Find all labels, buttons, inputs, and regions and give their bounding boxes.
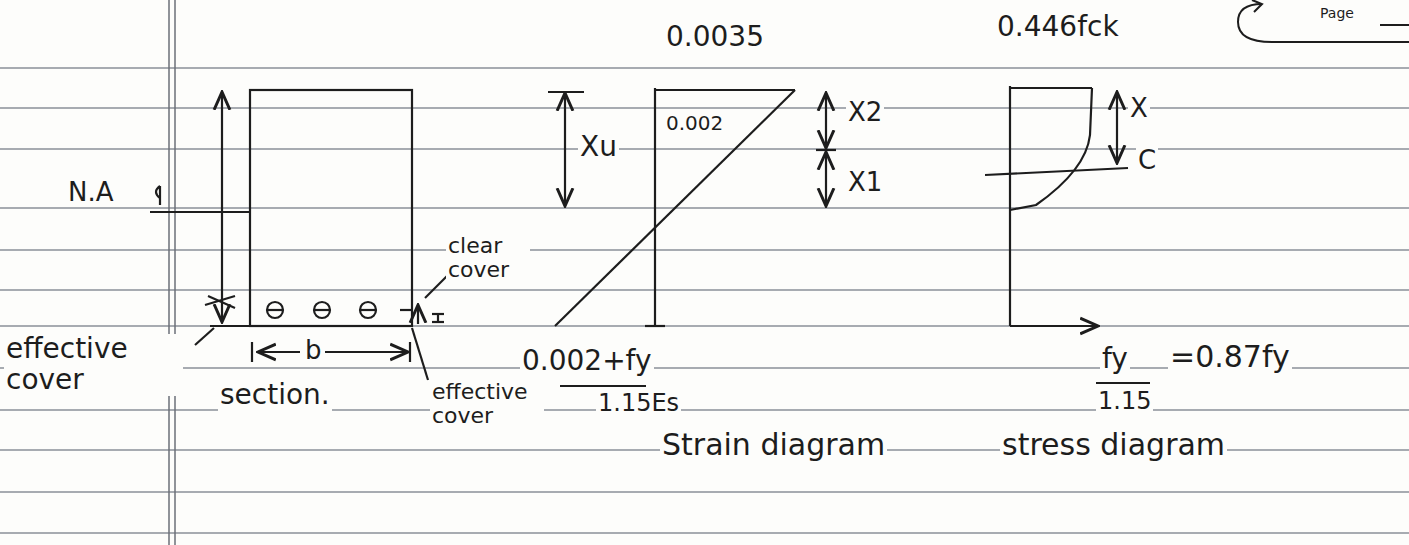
dimension-label: X1 [846,168,884,197]
cover-label: effective cover [4,334,183,396]
diagram-title: Strain diagram [660,428,887,461]
strain-value: 0.002+fy [520,346,654,377]
ruled-lines [0,68,1409,533]
margin-lines [169,0,175,545]
dimension-label: Xu [578,132,619,163]
dimension-label: b [303,336,324,365]
dimension-label: X2 [846,98,884,127]
section [150,90,448,380]
strain-value: 0.002 [664,112,725,134]
strain-value: 0.0035 [664,22,766,53]
stress-value: 1.15 [1096,388,1153,414]
page-tag [1238,0,1409,42]
caption-label: section. [218,380,332,411]
cover-label: effective cover [430,380,544,428]
axis-label: N.A [66,178,116,207]
stress-diagram [985,86,1150,383]
dimension-label: X [1128,94,1150,123]
stress-value: =0.87fy [1168,340,1292,373]
cover-label: clear cover [446,234,530,282]
strain-value: 1.15Es [596,390,681,416]
strain-diagram [548,88,836,386]
force-label: C [1136,146,1158,175]
page-tag-text: Page [1318,6,1356,21]
stress-value: 0.446fck [995,12,1121,43]
diagram-title: stress diagram [1000,428,1227,461]
stress-value: fy [1100,344,1130,375]
